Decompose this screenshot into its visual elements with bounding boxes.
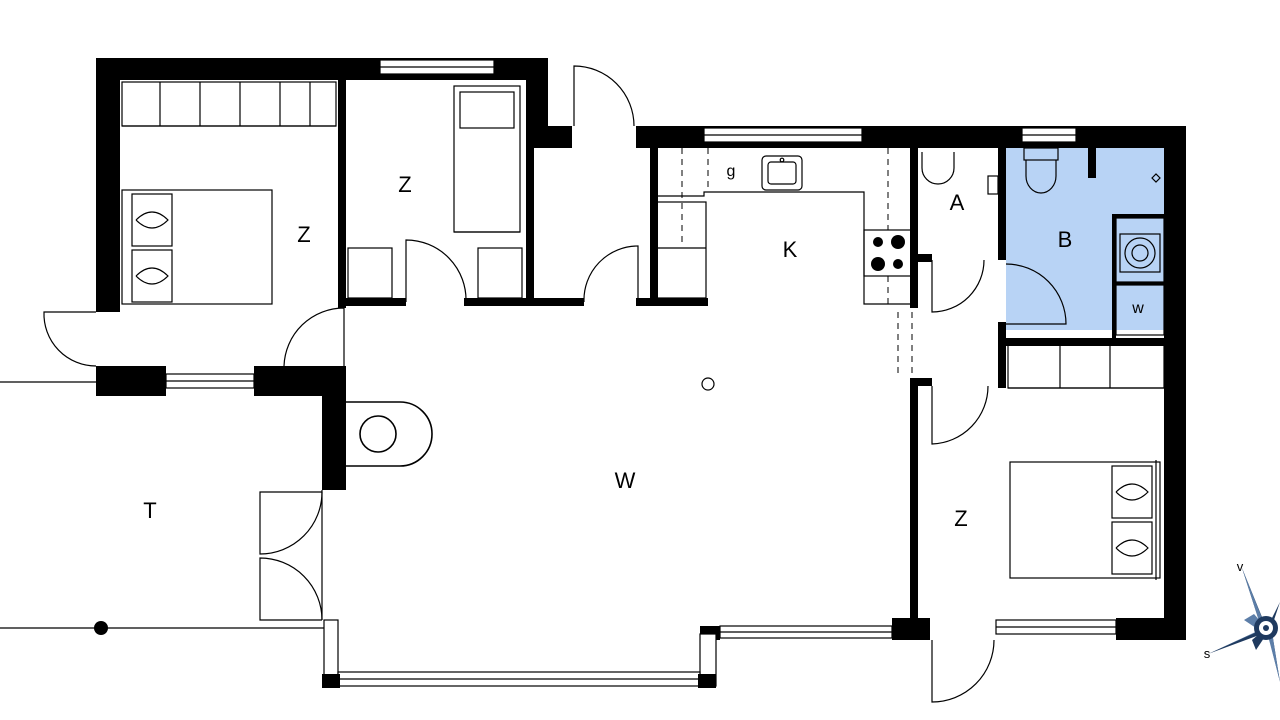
room-label-k: K	[783, 237, 798, 262]
room-label-w-small: w	[1131, 300, 1144, 317]
room-label-b: B	[1058, 227, 1073, 252]
room-label-t: T	[143, 498, 156, 523]
bathroom-area	[1006, 148, 1164, 330]
room-label-z1: Z	[297, 222, 310, 247]
windows	[165, 59, 1117, 688]
room-label-w-living: W	[615, 468, 636, 493]
compass-label-v: v	[1237, 559, 1244, 574]
terrace-boundary	[0, 381, 324, 635]
room-label-g: g	[727, 163, 736, 180]
doors	[43, 65, 1067, 703]
compass-rose-icon	[1208, 568, 1280, 682]
compass-label-s: s	[1204, 646, 1211, 661]
room-label-z3: Z	[954, 506, 967, 531]
room-label-a: A	[950, 190, 965, 215]
room-label-z2: Z	[398, 172, 411, 197]
furniture	[121, 81, 1165, 580]
